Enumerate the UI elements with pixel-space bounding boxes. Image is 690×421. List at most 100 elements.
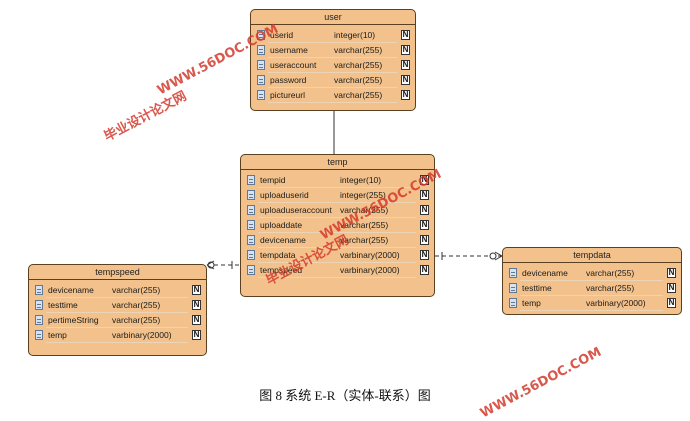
field-name: tempid	[260, 175, 286, 185]
field-row[interactable]: devicename varchar(255) N	[507, 266, 677, 281]
not-null-icon: N	[192, 300, 201, 310]
field-type: varchar(255)	[334, 45, 383, 55]
field-row[interactable]: temp varbinary(2000) N	[507, 296, 677, 311]
column-icon	[247, 235, 255, 245]
not-null-icon: N	[401, 90, 410, 100]
entity-tempdata-fields: devicename varchar(255) N testtime varchar(…	[503, 263, 681, 311]
not-null-icon: N	[420, 205, 429, 215]
not-null-icon: N	[667, 298, 676, 308]
not-null-icon: N	[667, 283, 676, 293]
field-row[interactable]: devicename varchar(255) N	[33, 283, 202, 298]
entity-temp-fields: tempid integer(10) N uploaduserid integer(2…	[241, 170, 434, 278]
column-icon	[257, 90, 265, 100]
entity-tempspeed[interactable]: tempspeed devicename varchar(255) N testti…	[28, 264, 207, 356]
column-icon	[257, 75, 265, 85]
field-name: uploaduseraccount	[260, 205, 332, 215]
field-type: integer(10)	[340, 175, 382, 185]
not-null-icon: N	[420, 235, 429, 245]
field-type: varchar(255)	[112, 300, 161, 310]
tempdata-crowfoot-top	[494, 251, 503, 257]
not-null-icon: N	[420, 190, 429, 200]
tempdata-optional-marker	[489, 252, 497, 260]
tempspeed-crowfoot-bottom	[206, 264, 215, 270]
column-icon	[247, 250, 255, 260]
field-name: userid	[270, 30, 294, 40]
field-type: varchar(255)	[334, 60, 383, 70]
field-type: varchar(255)	[112, 285, 161, 295]
not-null-icon: N	[401, 60, 410, 70]
column-icon	[247, 175, 255, 185]
field-type: varchar(255)	[586, 283, 635, 293]
tempdata-crowfoot-bottom	[494, 255, 503, 261]
field-type: varbinary(2000)	[340, 250, 400, 260]
entity-temp[interactable]: temp tempid integer(10) N uploaduserid inte…	[240, 154, 435, 297]
field-row[interactable]: testtime varchar(255) N	[33, 298, 202, 313]
not-null-icon: N	[401, 75, 410, 85]
field-name: temp	[48, 330, 67, 340]
not-null-icon: N	[420, 175, 429, 185]
field-name: uploaddate	[260, 220, 303, 230]
column-icon	[247, 205, 255, 215]
field-row[interactable]: uploaduseraccount varchar(255) N	[245, 203, 430, 218]
not-null-icon: N	[401, 45, 410, 55]
field-name: testtime	[48, 300, 78, 310]
field-name: pertimeString	[48, 315, 99, 325]
not-null-icon: N	[192, 285, 201, 295]
field-name: useraccount	[270, 60, 317, 70]
field-type: varbinary(2000)	[586, 298, 646, 308]
field-name: temp	[522, 298, 541, 308]
column-icon	[247, 190, 255, 200]
figure-caption: 图 8 系统 E-R（实体-联系）图	[259, 388, 431, 403]
field-type: varchar(255)	[340, 235, 389, 245]
entity-tempspeed-title: tempspeed	[29, 265, 206, 280]
field-name: uploaduserid	[260, 190, 309, 200]
column-icon	[257, 30, 265, 40]
field-row[interactable]: tempid integer(10) N	[245, 173, 430, 188]
field-type: varchar(255)	[586, 268, 635, 278]
field-name: tempspeed	[260, 265, 303, 275]
not-null-icon: N	[667, 268, 676, 278]
entity-temp-title: temp	[241, 155, 434, 170]
field-row[interactable]: useraccount varchar(255) N	[255, 58, 411, 73]
field-type: varchar(255)	[340, 220, 389, 230]
column-icon	[509, 298, 517, 308]
field-row[interactable]: uploaddate varchar(255) N	[245, 218, 430, 233]
field-type: varchar(255)	[112, 315, 161, 325]
not-null-icon: N	[420, 220, 429, 230]
field-name: testtime	[522, 283, 552, 293]
not-null-icon: N	[401, 30, 410, 40]
entity-tempspeed-fields: devicename varchar(255) N testtime varchar(…	[29, 280, 206, 343]
field-row[interactable]: temp varbinary(2000) N	[33, 328, 202, 343]
entity-tempdata-title: tempdata	[503, 248, 681, 263]
field-type: varchar(255)	[334, 75, 383, 85]
field-row[interactable]: uploaduserid integer(255) N	[245, 188, 430, 203]
field-name: tempdata	[260, 250, 296, 260]
column-icon	[509, 283, 517, 293]
not-null-icon: N	[420, 250, 429, 260]
field-row[interactable]: testtime varchar(255) N	[507, 281, 677, 296]
field-row[interactable]: tempdata varbinary(2000) N	[245, 248, 430, 263]
column-icon	[509, 268, 517, 278]
column-icon	[257, 60, 265, 70]
tempspeed-crowfoot-top	[206, 260, 215, 266]
field-type: varchar(255)	[340, 205, 389, 215]
field-name: devicename	[48, 285, 94, 295]
entity-tempdata[interactable]: tempdata devicename varchar(255) N testtim…	[502, 247, 682, 315]
column-icon	[257, 45, 265, 55]
field-name: devicename	[522, 268, 568, 278]
not-null-icon: N	[192, 330, 201, 340]
field-type: varbinary(2000)	[112, 330, 172, 340]
field-type: integer(255)	[340, 190, 386, 200]
not-null-icon: N	[420, 265, 429, 275]
field-type: varbinary(2000)	[340, 265, 400, 275]
column-icon	[247, 220, 255, 230]
field-row[interactable]: tempspeed varbinary(2000) N	[245, 263, 430, 278]
